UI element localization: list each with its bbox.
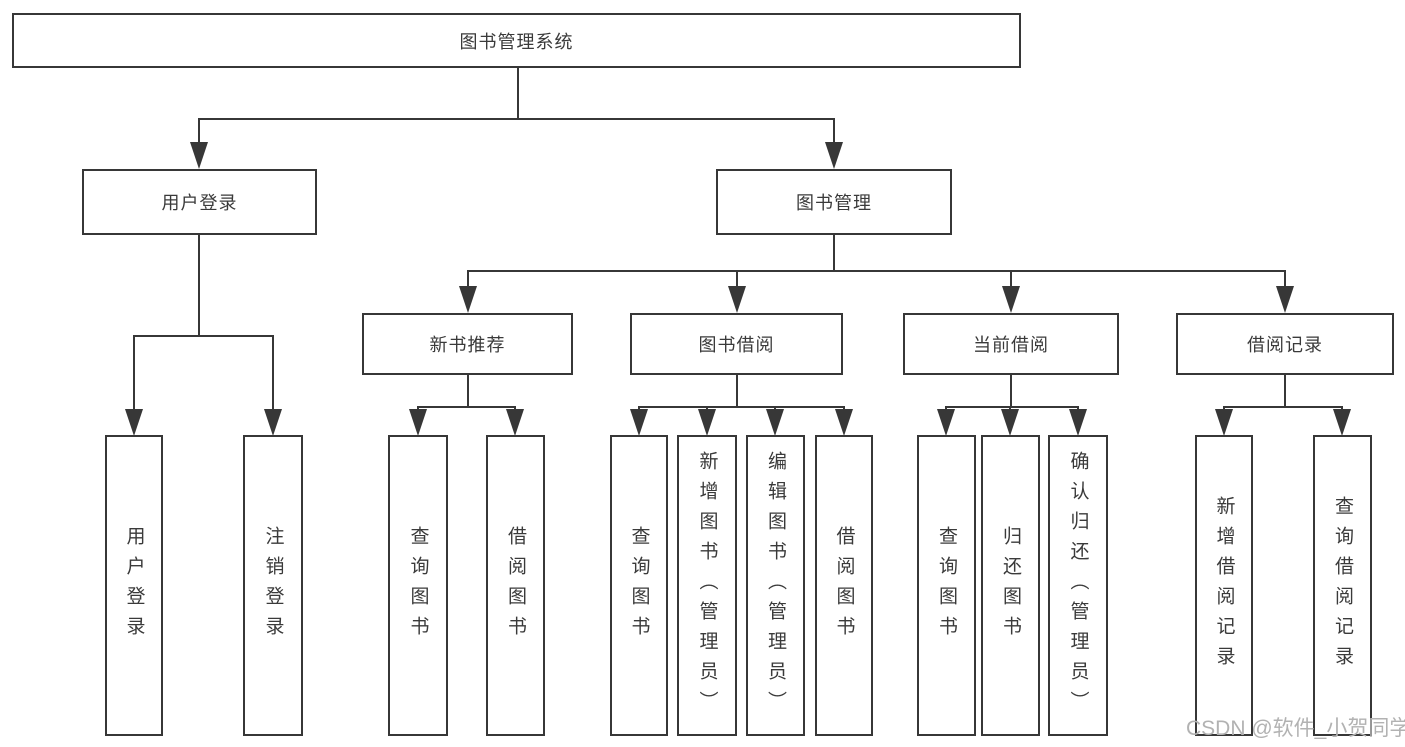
connector-line-vertical [833,235,835,271]
leaf-label: 编辑图书（管理员） [765,450,786,721]
arrowhead-down-icon [1215,409,1233,436]
watermark: CSDN @软件_小贺同学 [1186,717,1405,740]
leaf-label: 归还图书 [1000,525,1021,646]
leaf-add-borrow-record: 新增借阅记录 [1195,435,1253,736]
connector-line-horizontal [945,406,1079,408]
connector-line-horizontal [1223,406,1343,408]
node-new-book-recommend: 新书推荐 [362,313,573,375]
leaf-query-books-newbooks: 查询图书 [388,435,448,736]
connector-line-vertical [1284,375,1286,407]
node-root: 图书管理系统 [12,13,1021,68]
arrowhead-down-icon [125,409,143,436]
connector-line-vertical [1010,375,1012,407]
node-borrowing-records: 借阅记录 [1176,313,1394,375]
arrowhead-down-icon [698,409,716,436]
leaf-query-books-borrowing: 查询图书 [610,435,668,736]
leaf-borrow-books-borrowing: 借阅图书 [815,435,873,736]
arrowhead-down-icon [937,409,955,436]
leaf-label: 查询图书 [407,525,429,646]
connector-line-horizontal [133,335,274,337]
arrowhead-down-icon [825,142,843,169]
arrowhead-down-icon [728,286,746,313]
leaf-label: 查询借阅记录 [1332,495,1353,676]
leaf-label: 新增图书（管理员） [696,450,718,721]
arrowhead-down-icon [835,409,853,436]
arrowhead-down-icon [459,286,477,313]
connector-line-vertical [133,336,135,430]
connector-line-vertical [517,68,519,119]
connector-line-horizontal [417,406,516,408]
connector-line-horizontal [198,118,835,120]
arrowhead-down-icon [1069,409,1087,436]
node-book-management: 图书管理 [716,169,952,235]
leaf-edit-books-admin: 编辑图书（管理员） [746,435,805,736]
leaf-return-books: 归还图书 [981,435,1040,736]
arrowhead-down-icon [1276,286,1294,313]
connector-line-vertical [833,119,835,162]
connector-line-vertical [272,336,274,430]
arrowhead-down-icon [190,142,208,169]
leaf-label: 查询图书 [628,525,650,646]
arrowhead-down-icon [264,409,282,436]
arrowhead-down-icon [630,409,648,436]
leaf-label: 借阅图书 [833,525,855,646]
leaf-user-login: 用户登录 [105,435,163,736]
arrowhead-down-icon [766,409,784,436]
leaf-borrow-books-newbooks: 借阅图书 [486,435,545,736]
leaf-add-books-admin: 新增图书（管理员） [677,435,737,736]
arrowhead-down-icon [1001,409,1019,436]
leaf-label: 借阅图书 [505,525,526,646]
leaf-logout: 注销登录 [243,435,303,736]
arrowhead-down-icon [1333,409,1351,436]
connector-line-horizontal [638,406,845,408]
leaf-label: 查询图书 [936,525,957,646]
arrowhead-down-icon [1002,286,1020,313]
leaf-label: 注销登录 [262,525,284,646]
leaf-label: 确认归还（管理员） [1067,450,1089,721]
leaf-query-borrow-record: 查询借阅记录 [1313,435,1372,736]
node-book-borrowing: 图书借阅 [630,313,843,375]
arrowhead-down-icon [409,409,427,436]
leaf-label: 用户登录 [123,525,145,646]
node-user-login: 用户登录 [82,169,317,235]
connector-line-vertical [736,375,738,407]
leaf-label: 新增借阅记录 [1213,495,1235,676]
connector-line-horizontal [467,270,1286,272]
node-current-borrowing: 当前借阅 [903,313,1119,375]
arrowhead-down-icon [506,409,524,436]
connector-line-vertical [467,375,469,407]
leaf-confirm-return-admin: 确认归还（管理员） [1048,435,1108,736]
connector-line-vertical [198,119,200,162]
leaf-query-books-current: 查询图书 [917,435,976,736]
connector-line-vertical [198,235,200,336]
